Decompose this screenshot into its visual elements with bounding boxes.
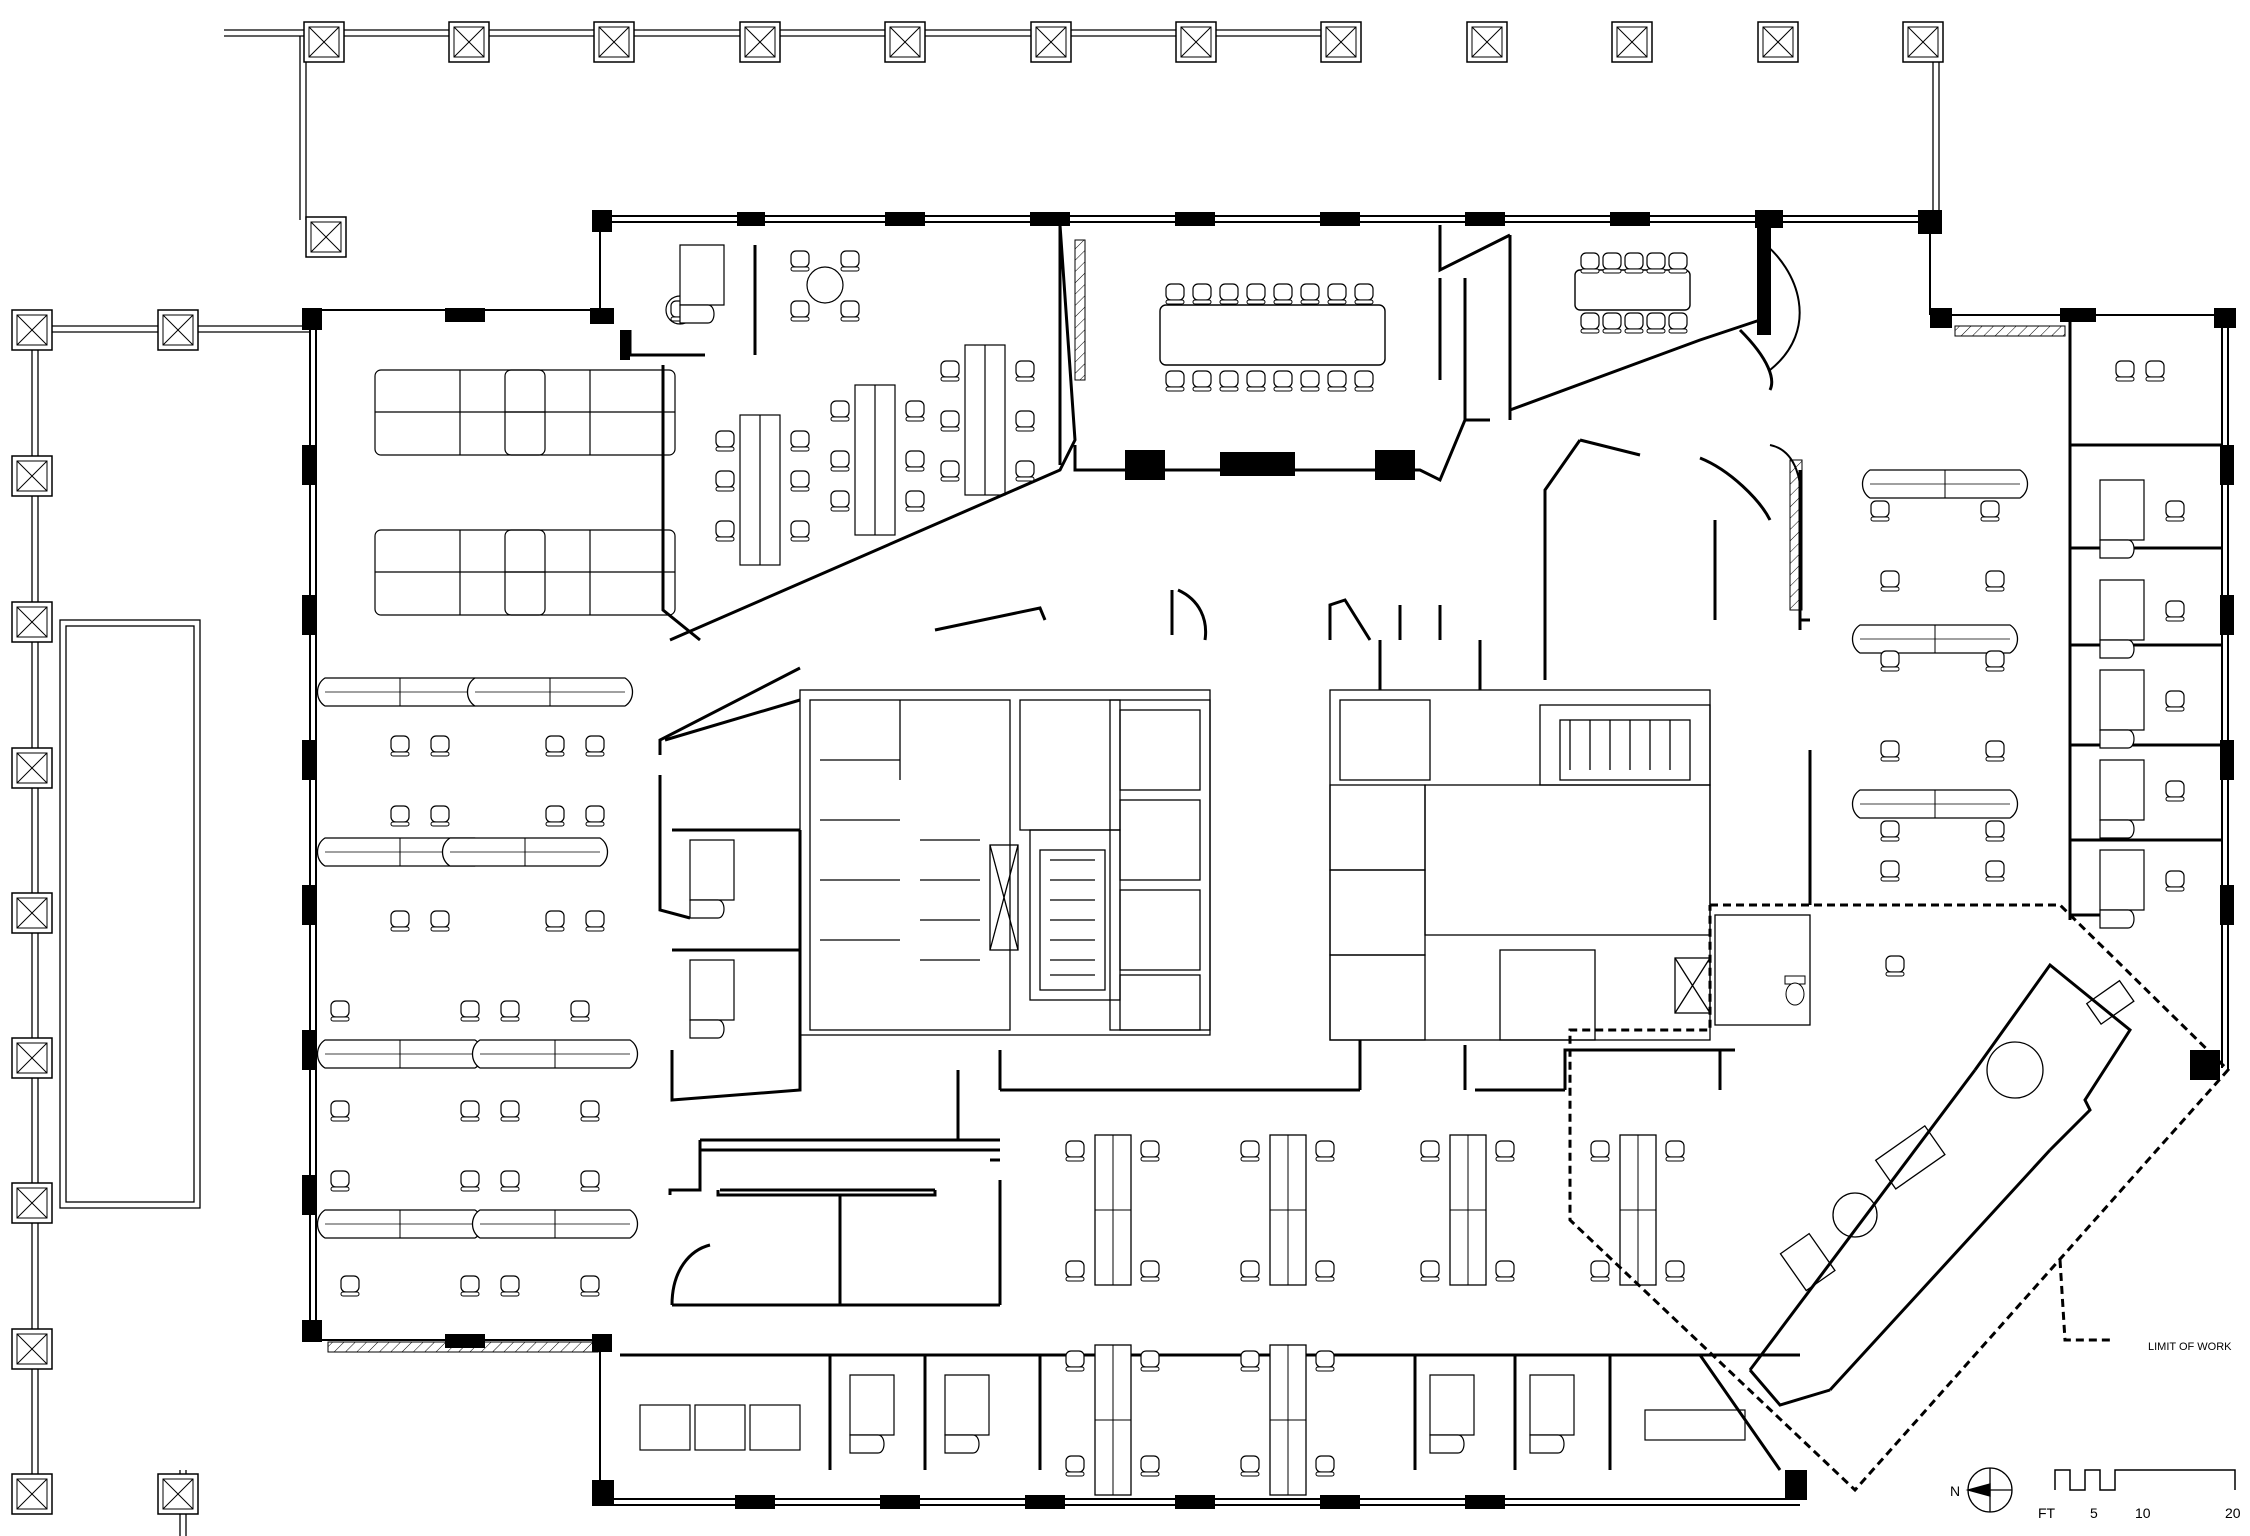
north-arrow-label: N: [1950, 1483, 1960, 1499]
conference-table-small: [1574, 269, 1691, 311]
top-open-chairs: [670, 250, 1035, 542]
small-conference-chairs: [1580, 252, 1688, 334]
north-arrow-icon: [1965, 1467, 2013, 1513]
private-offices: [679, 244, 2145, 1454]
left-desk-rows: [316, 677, 639, 1239]
trellis-columns: [11, 21, 1944, 1515]
building-core: [799, 689, 1811, 1041]
scale-tick-5: 5: [2090, 1505, 2098, 1521]
executive-suite: [1779, 979, 2135, 1292]
bottom-left-workroom: [639, 1404, 1746, 1451]
conference-table-large: [1159, 304, 1386, 366]
right-benching: [1851, 469, 2029, 819]
scale-bar: [2054, 1469, 2236, 1491]
limit-of-work-boundary: [1568, 903, 2231, 1493]
conference-chairs: [1165, 283, 1374, 392]
interior-walls: [620, 222, 2222, 1471]
scale-unit: FT: [2038, 1505, 2056, 1521]
limit-of-work-label: LIMIT OF WORK: [2148, 1341, 2232, 1353]
left-workstations: [374, 369, 676, 616]
scale-tick-10: 10: [2135, 1505, 2151, 1521]
scale-tick-20: 20: [2225, 1505, 2241, 1521]
casework: [327, 239, 2066, 1353]
center-benching: [1094, 1134, 1657, 1496]
structural-columns: [302, 210, 2236, 1509]
top-open-area: [665, 266, 1006, 566]
center-chairs: [1065, 1140, 1685, 1477]
